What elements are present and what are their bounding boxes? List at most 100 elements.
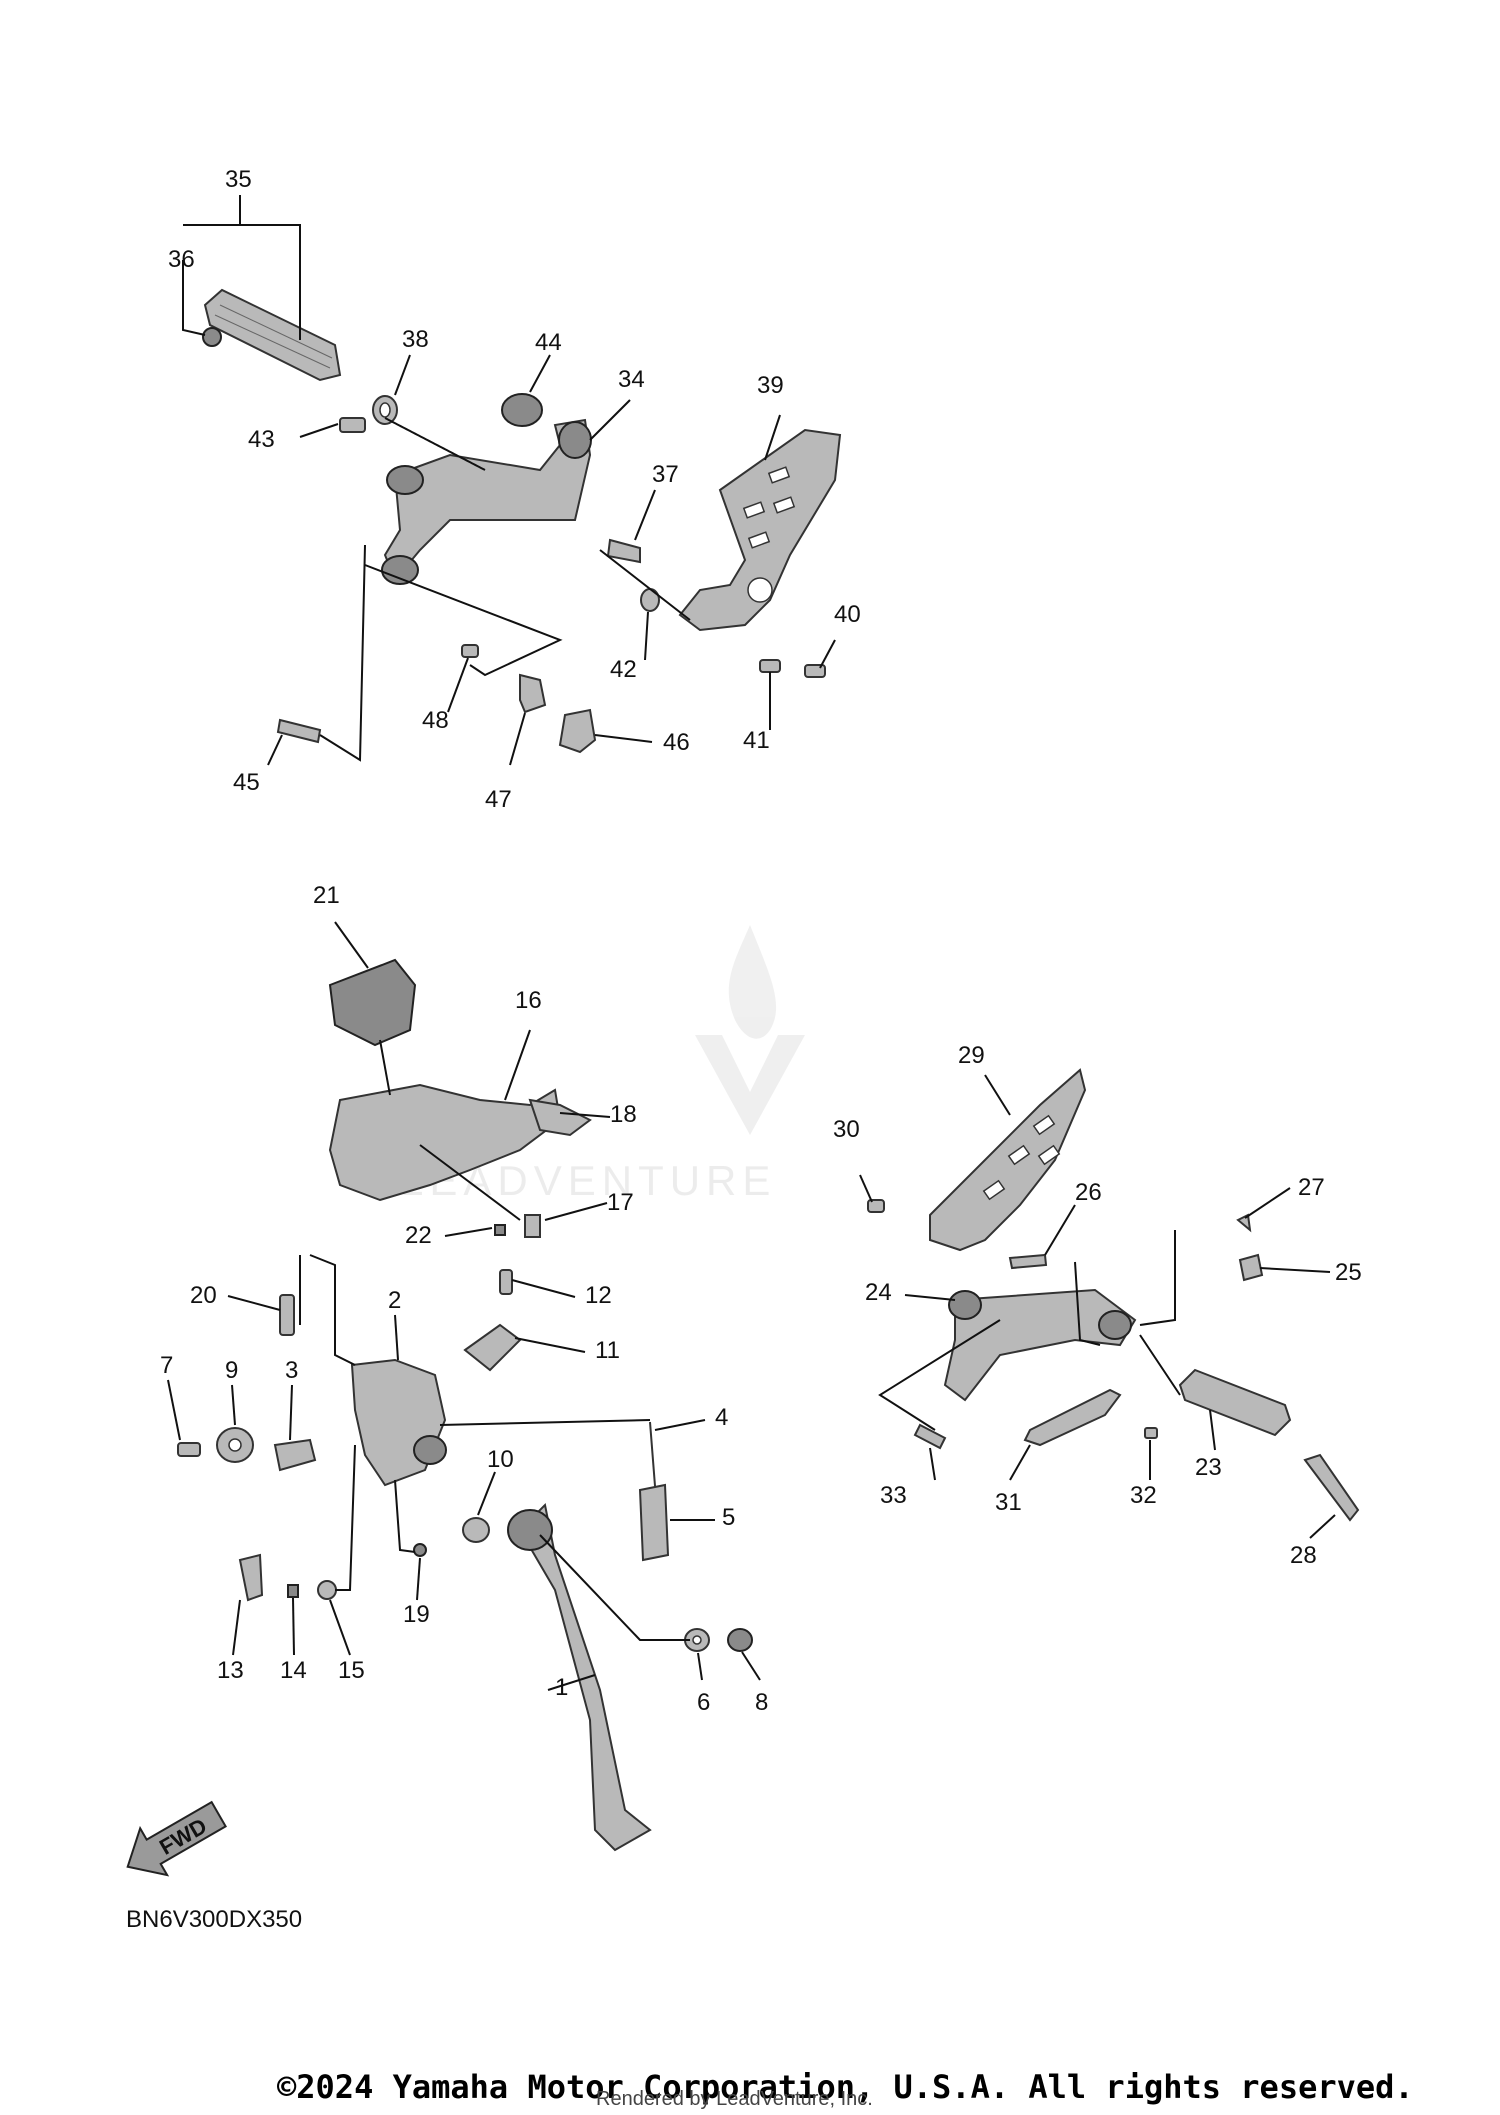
part-31-cover xyxy=(1023,1388,1122,1447)
part-46-clip xyxy=(558,708,597,754)
callout-18: 18 xyxy=(610,1101,637,1128)
part-10-washer xyxy=(462,1517,490,1543)
part-44-bushing xyxy=(501,393,543,427)
callout-13: 13 xyxy=(217,1657,244,1684)
callout-23: 23 xyxy=(1195,1454,1222,1481)
part-37-bolt xyxy=(606,538,641,564)
callout-31: 31 xyxy=(995,1489,1022,1516)
callout-28: 28 xyxy=(1290,1542,1317,1569)
part-41-bolt xyxy=(759,659,781,673)
part-27-clip xyxy=(1236,1213,1252,1233)
part-40-bolt xyxy=(804,664,826,678)
part-22-nut xyxy=(494,1224,506,1236)
part-3-bolt xyxy=(273,1438,317,1472)
callout-41: 41 xyxy=(743,727,770,754)
part-48-bolt xyxy=(461,644,479,658)
callout-40: 40 xyxy=(834,601,861,628)
rider-footrest-assembly xyxy=(182,195,842,766)
part-25-spring xyxy=(1238,1253,1264,1282)
callout-20: 20 xyxy=(190,1282,217,1309)
part-33-bolt xyxy=(913,1423,947,1450)
callout-2: 2 xyxy=(388,1287,401,1314)
part-5-spring xyxy=(638,1483,670,1562)
rendered-by-notice: Rendered by LeadVenture, Inc. xyxy=(596,2088,873,2110)
callout-6: 6 xyxy=(697,1689,710,1716)
part-12-screw xyxy=(499,1269,513,1295)
part-28-pin xyxy=(1303,1453,1360,1522)
callout-8: 8 xyxy=(755,1689,768,1716)
part-13-bolt xyxy=(238,1553,264,1602)
callout-3: 3 xyxy=(285,1357,298,1384)
callout-numbers: 1 2 3 4 5 6 7 8 9 10 11 12 13 14 15 16 1… xyxy=(160,166,1362,1716)
callout-38: 38 xyxy=(402,326,429,353)
callout-5: 5 xyxy=(722,1504,735,1531)
callout-7: 7 xyxy=(160,1352,173,1379)
part-14-nut xyxy=(287,1584,299,1598)
callout-25: 25 xyxy=(1335,1259,1362,1286)
part-20-bolt xyxy=(279,1294,295,1336)
part-16-protector xyxy=(328,1083,562,1202)
callout-43: 43 xyxy=(248,426,275,453)
part-34-bracket xyxy=(381,418,592,585)
callout-27: 27 xyxy=(1298,1174,1325,1201)
callout-26: 26 xyxy=(1075,1179,1102,1206)
callout-47: 47 xyxy=(485,786,512,813)
part-23-footpeg xyxy=(1178,1368,1292,1437)
callout-45: 45 xyxy=(233,769,260,796)
callout-37: 37 xyxy=(652,461,679,488)
callout-15: 15 xyxy=(338,1657,365,1684)
callout-19: 19 xyxy=(403,1601,430,1628)
callout-30: 30 xyxy=(833,1116,860,1143)
fwd-arrow: FWD xyxy=(126,1800,227,1877)
part-11-switch xyxy=(463,1323,522,1372)
sidestand-assembly xyxy=(167,1254,761,1852)
part-42-washer xyxy=(640,588,660,612)
callout-39: 39 xyxy=(757,372,784,399)
callout-11: 11 xyxy=(595,1337,620,1364)
copyright-notice: ©2024 Yamaha Motor Corporation, U.S.A. A… xyxy=(277,2068,1414,2106)
part-2-bracket xyxy=(350,1358,447,1487)
callout-1: 1 xyxy=(555,1674,568,1701)
callout-46: 46 xyxy=(663,729,690,756)
part-7-bolt xyxy=(177,1442,201,1457)
part-17-clip xyxy=(524,1214,541,1238)
callout-34: 34 xyxy=(618,366,645,393)
part-19-nut xyxy=(413,1543,427,1557)
part-15-washer xyxy=(317,1580,337,1600)
part-18-band xyxy=(528,1098,592,1137)
passenger-footrest-assembly xyxy=(859,1068,1360,1539)
callout-10: 10 xyxy=(487,1446,514,1473)
part-45-bolt xyxy=(276,718,322,744)
part-26-bolt xyxy=(1008,1253,1048,1270)
callout-21: 21 xyxy=(313,882,340,909)
part-21-cover xyxy=(328,958,417,1047)
part-29-heel-plate xyxy=(929,1068,1087,1252)
callout-12: 12 xyxy=(585,1282,612,1309)
callout-48: 48 xyxy=(422,707,449,734)
part-35-footpeg xyxy=(203,288,342,382)
callout-44: 44 xyxy=(535,329,562,356)
callout-36: 36 xyxy=(168,246,195,273)
switch-cover-assembly xyxy=(328,921,611,1238)
part-36-pin xyxy=(202,327,222,347)
part-8-nut xyxy=(727,1628,753,1652)
part-39-heel-plate xyxy=(678,428,842,632)
part-24-bracket xyxy=(943,1288,1137,1402)
part-47-clip xyxy=(519,673,547,714)
callout-24: 24 xyxy=(865,1279,892,1306)
callout-29: 29 xyxy=(958,1042,985,1069)
callout-42: 42 xyxy=(610,656,637,683)
callout-14: 14 xyxy=(280,1657,307,1684)
callout-9: 9 xyxy=(225,1357,238,1384)
callout-22: 22 xyxy=(405,1222,432,1249)
part-43-bolt xyxy=(339,417,366,433)
part-32-screw xyxy=(1144,1427,1158,1439)
callout-4: 4 xyxy=(715,1404,728,1431)
callout-17: 17 xyxy=(607,1189,634,1216)
callout-16: 16 xyxy=(515,987,542,1014)
part-30-bolt xyxy=(867,1199,885,1213)
callout-35: 35 xyxy=(225,166,252,193)
callout-33: 33 xyxy=(880,1482,907,1509)
callout-32: 32 xyxy=(1130,1482,1157,1509)
